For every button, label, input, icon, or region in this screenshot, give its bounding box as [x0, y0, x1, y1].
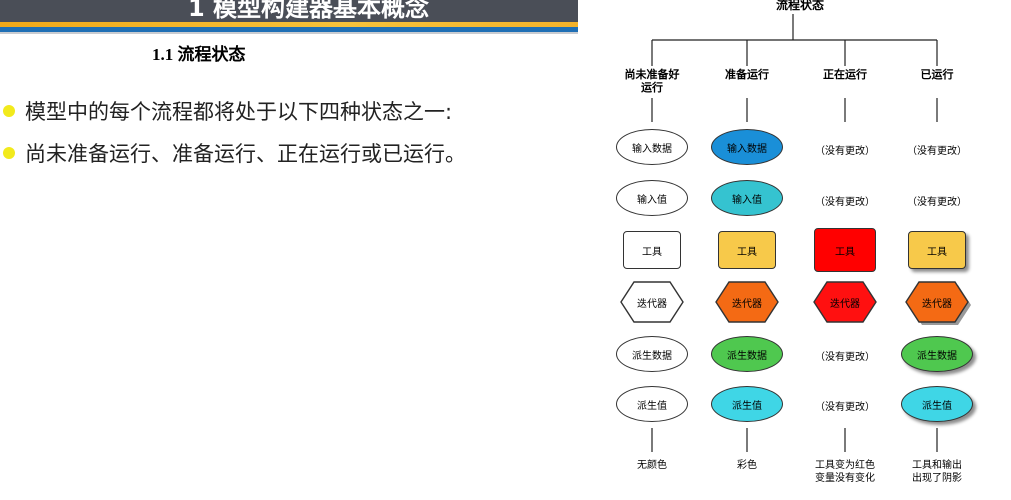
header-dark-stripe: [0, 0, 578, 22]
column-heading-not-ready: 尚未准备好 运行: [612, 68, 692, 94]
column-heading-line: 运行: [641, 81, 663, 94]
column-footer-line: 工具变为红色: [815, 460, 875, 471]
header-blue-stripe: [0, 27, 578, 32]
header-gray-stripe: [0, 32, 578, 34]
input-data-node: 输入数据: [616, 129, 688, 165]
derived-data-node: 派生数据: [901, 336, 973, 372]
iterator-node-frame: 迭代器: [715, 281, 779, 323]
iterator-node: 迭代器: [922, 298, 952, 310]
header-band: 1 模型构建器基本概念: [0, 0, 578, 34]
bullet-text: 尚未准备运行、准备运行、正在运行或已运行。: [25, 142, 466, 166]
column-footer: 无颜色: [637, 460, 667, 471]
iterator-node-frame: 迭代器: [813, 281, 877, 323]
bullet-item: 尚未准备运行、准备运行、正在运行或已运行。: [3, 138, 573, 168]
column-heading-ready: 准备运行: [725, 68, 769, 81]
input-value-node: 输入值: [711, 180, 783, 216]
unchanged-label: （没有更改）: [815, 197, 875, 208]
bullet-item: 模型中的每个流程都将处于以下四种状态之一:: [3, 96, 573, 126]
column-heading-line: 尚未准备好: [624, 68, 680, 81]
derived-value-node: 派生值: [616, 386, 688, 422]
input-value-node: 输入值: [616, 180, 688, 216]
process-state-diagram: 流程状态 尚未准备好 运行 准备运行 正在运行 已运行 输入数据 输入值 工具 …: [590, 0, 1011, 500]
derived-data-node: 派生数据: [616, 336, 688, 372]
bullet-dot-icon: [3, 105, 15, 117]
column-footer-line: 出现了阴影: [912, 473, 962, 484]
hexagon-shadow-icon: [905, 281, 971, 325]
diagram-connector-lines: [651, 14, 938, 452]
header-orange-stripe: [0, 22, 578, 27]
tool-node: 工具: [814, 228, 876, 272]
column-heading-has-run: 已运行: [920, 68, 954, 81]
unchanged-label: （没有更改）: [907, 146, 967, 157]
column-heading-running: 正在运行: [823, 68, 867, 81]
column-footer-line: 变量没有变化: [815, 473, 875, 484]
iterator-node: 迭代器: [637, 298, 667, 310]
unchanged-label: （没有更改）: [907, 197, 967, 208]
section-title: 1.1 流程状态: [152, 45, 246, 64]
diagram-title: 流程状态: [775, 0, 824, 12]
unchanged-label: （没有更改）: [815, 402, 875, 413]
column-footer-line: 工具和输出: [912, 460, 962, 471]
hexagon-filled-icon: [813, 281, 877, 323]
input-data-node: 输入数据: [711, 129, 783, 165]
hexagon-outline-icon: [620, 281, 684, 323]
header-title: 1 模型构建器基本概念: [188, 0, 430, 22]
column-footer: 工具变为红色 变量没有变化: [800, 459, 890, 485]
derived-value-node: 派生值: [711, 386, 783, 422]
hexagon-filled-icon: [715, 281, 779, 323]
tool-node: 工具: [718, 231, 776, 269]
iterator-node: 迭代器: [732, 298, 762, 310]
unchanged-label: （没有更改）: [815, 352, 875, 363]
iterator-node-frame: 迭代器: [905, 281, 971, 325]
column-footer: 彩色: [737, 460, 757, 471]
iterator-node: 迭代器: [830, 298, 860, 310]
bullet-dot-icon: [3, 147, 15, 159]
derived-value-node: 派生值: [901, 386, 973, 422]
iterator-node-frame: 迭代器: [620, 281, 684, 323]
unchanged-label: （没有更改）: [815, 146, 875, 157]
tool-node: 工具: [623, 231, 681, 269]
bullet-text: 模型中的每个流程都将处于以下四种状态之一:: [25, 100, 453, 124]
tool-node: 工具: [908, 231, 966, 269]
column-footer: 工具和输出 出现了阴影: [892, 459, 982, 485]
derived-data-node: 派生数据: [711, 336, 783, 372]
